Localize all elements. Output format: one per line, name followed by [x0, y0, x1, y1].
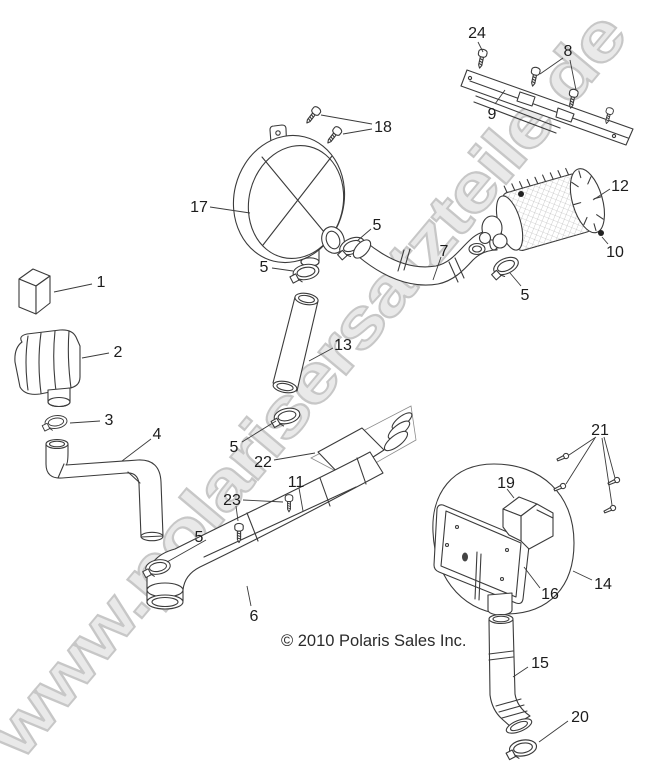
clamp-20-icon	[503, 737, 539, 761]
clamp-5-engine-icon	[487, 253, 523, 282]
part-13-hose	[272, 292, 319, 394]
callout-2-label: 2	[114, 344, 123, 361]
callout-12-label: 12	[611, 178, 629, 195]
callout-6-label: 6	[250, 608, 259, 625]
callout-3-label: 3	[105, 412, 114, 429]
panel-hole	[462, 552, 468, 562]
screw-18b-icon	[323, 124, 344, 147]
callout-5d-label: 5	[230, 439, 239, 456]
callout-14-label: 14	[594, 576, 612, 593]
leader-lines	[53, 41, 616, 743]
callout-23-label: 23	[223, 492, 241, 509]
callout-22-label: 22	[254, 454, 272, 471]
copyright-text: © 2010 Polaris Sales Inc.	[281, 632, 467, 650]
part-16-panel	[433, 504, 530, 616]
callout-9-label: 9	[488, 106, 497, 123]
callout-19-label: 19	[497, 475, 515, 492]
bolt-10-icon	[598, 230, 604, 236]
screw-21a-icon	[555, 451, 571, 463]
screw-21d-icon	[602, 503, 618, 515]
part-6-muffler	[146, 412, 413, 610]
screw-21b-icon	[552, 481, 568, 493]
part-15-pipe	[488, 613, 533, 734]
callout-17-label: 17	[190, 199, 208, 216]
callout-7-label: 7	[440, 243, 449, 260]
callout-16-label: 16	[541, 586, 559, 603]
callout-13-label: 13	[334, 337, 352, 354]
callout-5e-label: 5	[195, 529, 204, 546]
part-4-hose	[45, 438, 164, 542]
part-1-element	[18, 268, 51, 315]
callout-4-label: 4	[153, 426, 162, 443]
part-17-heat-shroud	[232, 124, 346, 267]
callout-5a-label: 5	[521, 287, 530, 304]
callout-18-label: 18	[374, 119, 392, 136]
bolt-icon	[518, 191, 524, 197]
clamp-5-outlet-icon	[287, 261, 321, 285]
part-2-airbox	[14, 329, 81, 408]
clamp-3-icon	[40, 413, 69, 433]
callout-labels: 24 8 9 18 17 12 10 5 7 5 5 1 13 2 3 4 5 …	[97, 25, 629, 726]
callout-8-label: 8	[564, 43, 573, 60]
callout-10-label: 10	[606, 244, 624, 261]
callout-15-label: 15	[531, 655, 549, 672]
callout-1-label: 1	[97, 274, 106, 291]
part-9-mount-bracket	[460, 69, 634, 146]
callout-11-label: 11	[288, 474, 305, 491]
callout-5c-label: 5	[260, 259, 269, 276]
callout-20-label: 20	[571, 709, 589, 726]
screw-18a-icon	[302, 104, 323, 127]
screw-24-icon	[474, 48, 489, 70]
callout-24-label: 24	[468, 25, 486, 42]
part-12-engine-fan-assembly	[468, 167, 606, 256]
part-19-bracket	[502, 496, 554, 550]
callout-21-label: 21	[591, 422, 609, 439]
callout-5b-label: 5	[373, 217, 382, 234]
